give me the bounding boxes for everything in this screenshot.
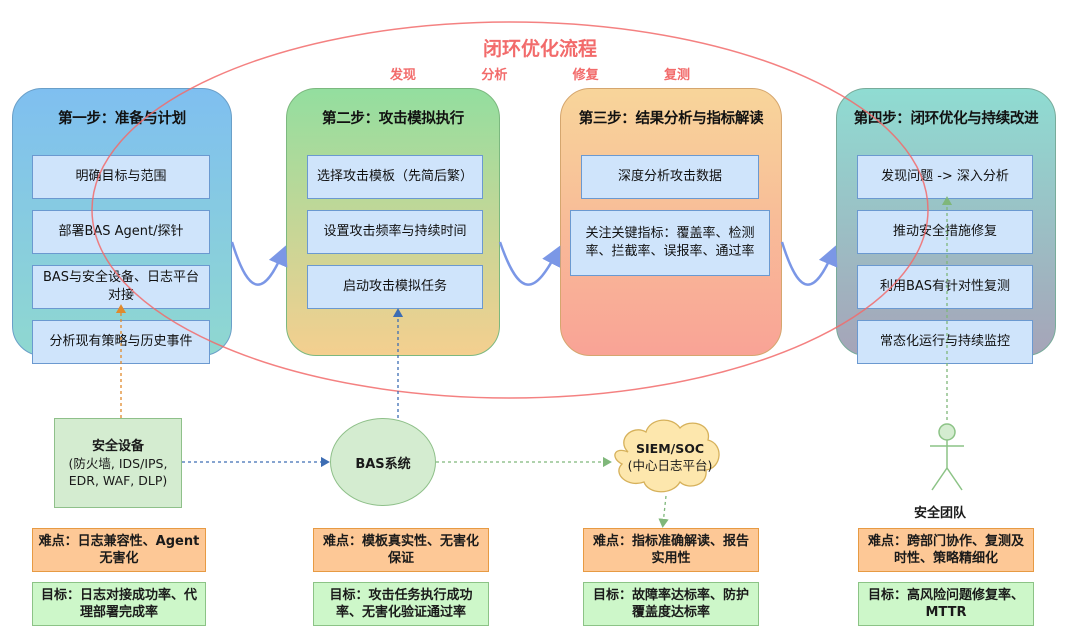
loop-step-analyze: 分析: [481, 68, 508, 83]
security-team-label: 安全团队: [913, 506, 966, 521]
step-1-column: 第一步：准备与计划 明确目标与范围 部署BAS Agent/探针 BAS与安全设…: [12, 88, 232, 364]
security-devices-title: 安全设备: [91, 438, 144, 454]
step-2-item: 启动攻击模拟任务: [307, 265, 483, 309]
security-devices-detail: (防火墙, IDS/IPS,: [68, 455, 168, 471]
loop-step-discover: 发现: [390, 68, 417, 83]
step-4-item: 常态化运行与持续监控: [857, 320, 1033, 364]
step-1-item: BAS与安全设备、日志平台对接: [32, 265, 210, 309]
siem-node: SIEM/SOC (中心日志平台): [614, 440, 726, 474]
step-3-column: 第三步：结果分析与指标解读 深度分析攻击数据 关注关键指标：覆盖率、检测率、拦截…: [560, 88, 782, 356]
siem-title: SIEM/SOC: [636, 441, 704, 456]
goal-box: 目标：日志对接成功率、代理部署完成率: [32, 582, 206, 626]
loop-step-retest: 复测: [663, 68, 690, 83]
siem-subtitle: (中心日志平台): [627, 458, 713, 473]
flow-arrow-3-4: [780, 241, 838, 286]
step-1-title: 第一步：准备与计划: [58, 111, 186, 127]
goal-box: 目标：故障率达标率、防护覆盖度达标率: [583, 582, 759, 626]
loop-step-fix: 修复: [572, 68, 599, 83]
difficulty-box: 难点：模板真实性、无害化保证: [313, 528, 489, 572]
siem-to-difficulty-connector: [658, 495, 669, 528]
step-3-title: 第三步：结果分析与指标解读: [578, 111, 764, 127]
step-2-column: 第二步：攻击模拟执行 选择攻击模板（先简后繁） 设置攻击频率与持续时间 启动攻击…: [286, 88, 500, 356]
goal-box: 目标：攻击任务执行成功率、无害化验证通过率: [313, 582, 489, 626]
security-devices-node: 安全设备 (防火墙, IDS/IPS, EDR, WAF, DLP): [54, 418, 182, 508]
difficulty-box: 难点：跨部门协作、复测及时性、策略精细化: [858, 528, 1034, 572]
closed-loop-steps: 发现 分析 修复 复测: [390, 64, 690, 83]
step-3-item: 深度分析攻击数据: [581, 155, 759, 199]
security-devices-detail: EDR, WAF, DLP): [68, 472, 168, 488]
step-4-title: 第四步：闭环优化与持续改进: [853, 111, 1039, 127]
step-4-item: 利用BAS有针对性复测: [857, 265, 1033, 309]
goal-box: 目标：高风险问题修复率、MTTR: [858, 582, 1034, 626]
difficulty-box: 难点：指标准确解读、报告实用性: [583, 528, 759, 572]
difficulty-box: 难点：日志兼容性、Agent无害化: [32, 528, 206, 572]
step-2-title: 第二步：攻击模拟执行: [322, 111, 464, 127]
security-team-actor-icon: [930, 423, 964, 491]
closed-loop-title: 闭环优化流程: [482, 38, 597, 60]
flow-arrow-2-3: [498, 241, 561, 286]
flow-arrow-1-2: [230, 241, 288, 286]
step-4-item: 推动安全措施修复: [857, 210, 1033, 254]
step-1-item: 部署BAS Agent/探针: [32, 210, 210, 254]
bas-system-label: BAS系统: [355, 456, 411, 472]
step-3-item: 关注关键指标：覆盖率、检测率、拦截率、误报率、通过率: [570, 210, 770, 276]
step-4-item: 发现问题 -> 深入分析: [857, 155, 1033, 199]
step-2-item: 选择攻击模板（先简后繁）: [307, 155, 483, 199]
step-4-column: 第四步：闭环优化与持续改进 发现问题 -> 深入分析 推动安全措施修复 利用BA…: [836, 88, 1056, 364]
step-1-item: 明确目标与范围: [32, 155, 210, 199]
step-1-item: 分析现有策略与历史事件: [32, 320, 210, 364]
step-2-item: 设置攻击频率与持续时间: [307, 210, 483, 254]
bas-system-node: BAS系统: [330, 418, 436, 506]
